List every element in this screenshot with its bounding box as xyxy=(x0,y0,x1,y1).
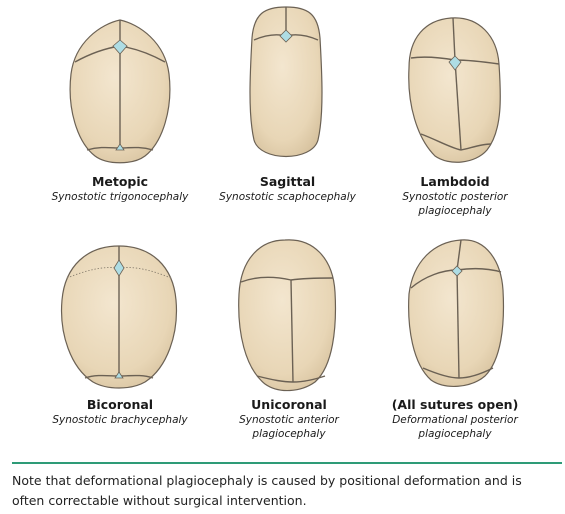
panel-title: Sagittal xyxy=(259,174,316,189)
panel-caption-bicoronal: Bicoronal Synostotic brachycephaly xyxy=(30,398,210,427)
panel-subtitle: Deformational posterior plagiocephaly xyxy=(392,414,518,440)
panel-subtitle: Synostotic trigonocephaly xyxy=(51,191,189,203)
panel-caption-metopic: Metopic Synostotic trigonocephaly xyxy=(30,175,210,204)
panel-caption-lambdoid: Lambdoid Synostotic posterior plagioceph… xyxy=(385,175,525,218)
panel-title: Metopic xyxy=(91,174,149,189)
sagittal-skull-illustration xyxy=(249,6,323,158)
panel-title: Bicoronal xyxy=(86,397,154,412)
lambdoid-skull-illustration xyxy=(408,17,501,163)
unicoronal-skull-illustration xyxy=(238,239,337,392)
panel-caption-deformational: (All sutures open) Deformational posteri… xyxy=(380,398,530,441)
panel-caption-unicoronal: Unicoronal Synostotic anterior plagiocep… xyxy=(225,398,353,441)
panel-title: (All sutures open) xyxy=(391,397,519,412)
panel-title: Lambdoid xyxy=(420,174,490,189)
panel-subtitle: Synostotic scaphocephaly xyxy=(219,191,356,203)
metopic-skull-illustration xyxy=(69,19,171,164)
panel-title: Unicoronal xyxy=(251,397,327,412)
panel-subtitle: Synostotic posterior plagiocephaly xyxy=(402,191,508,217)
panel-caption-sagittal: Sagittal Synostotic scaphocephaly xyxy=(200,175,375,204)
deformational-skull-illustration xyxy=(408,239,505,387)
footnote: Note that deformational plagiocephaly is… xyxy=(12,473,522,508)
panel-subtitle: Synostotic anterior plagiocephaly xyxy=(239,414,339,440)
divider-rule xyxy=(12,462,562,464)
bicoronal-skull-illustration xyxy=(60,245,178,389)
panel-subtitle: Synostotic brachycephaly xyxy=(52,414,188,426)
